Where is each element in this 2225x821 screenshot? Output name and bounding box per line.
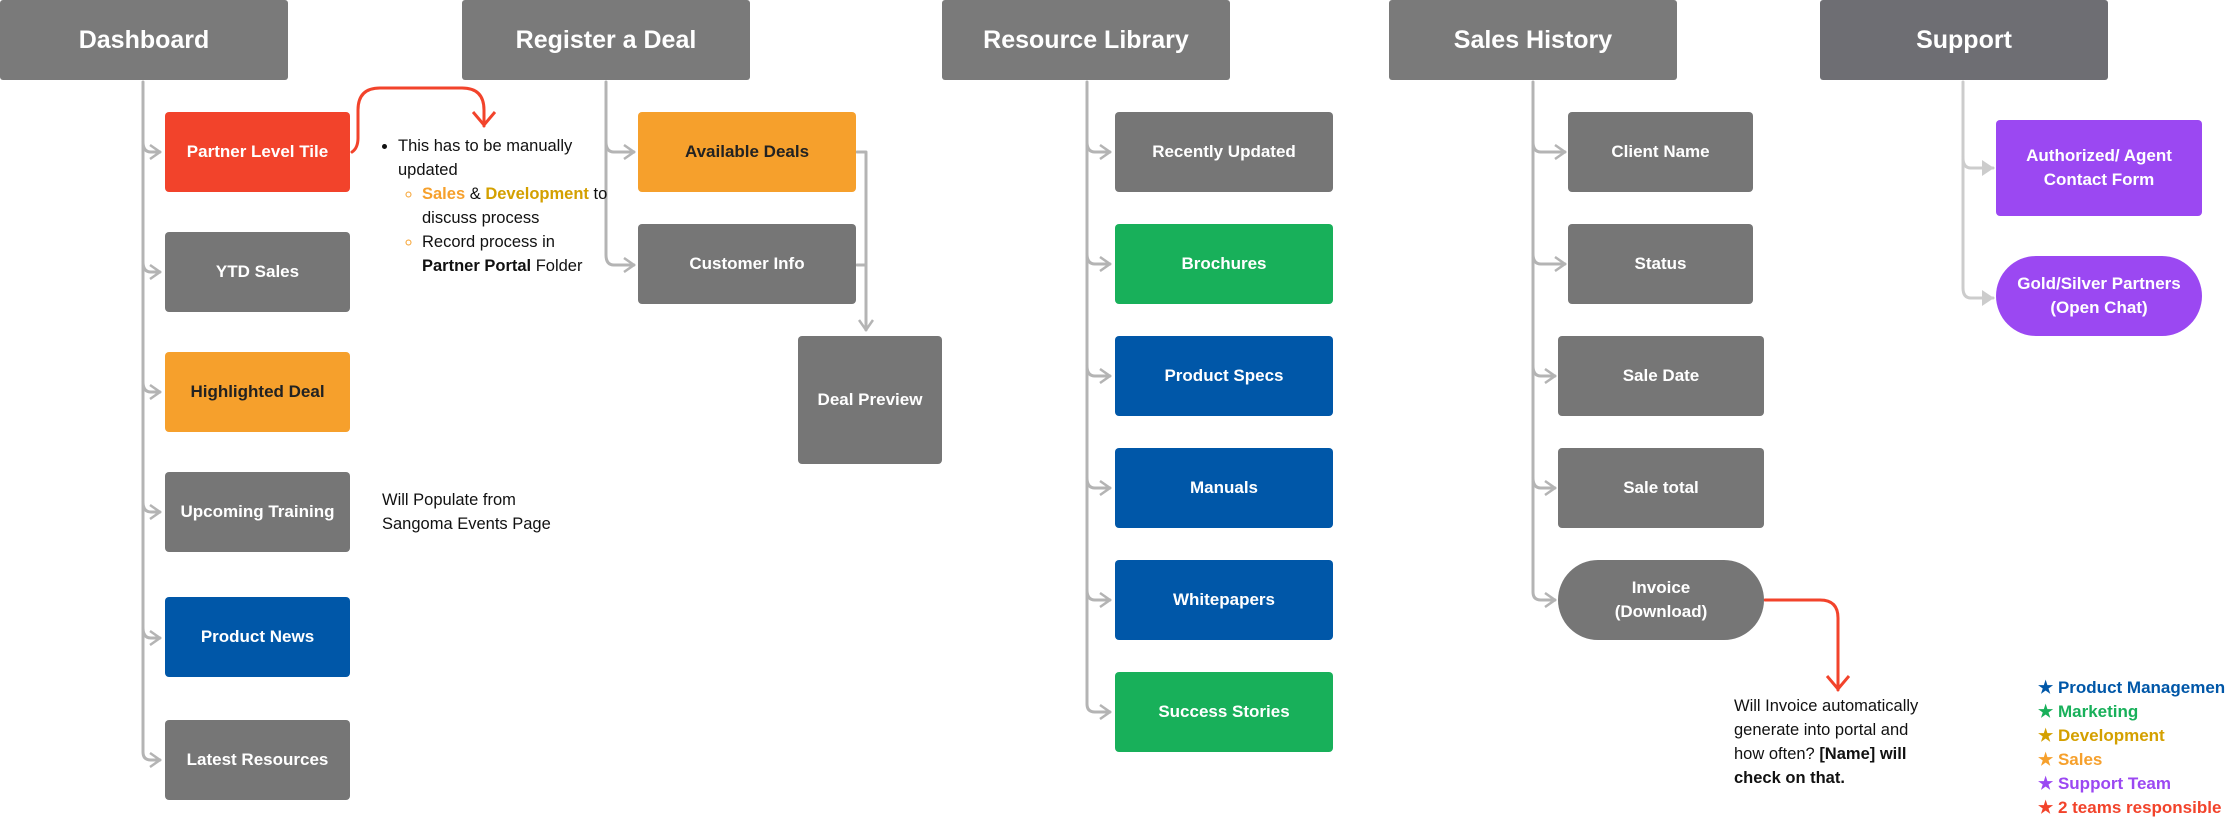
note-sub-bullet-record: Record process in Partner Portal Folder	[422, 230, 610, 278]
deal-preview[interactable]: Deal Preview	[798, 336, 942, 464]
legend-support-team: ★ Support Team	[2038, 774, 2171, 793]
header-resource-library[interactable]: Resource Library	[942, 0, 1230, 80]
brochures[interactable]: Brochures	[1115, 224, 1333, 304]
header-register-deal[interactable]: Register a Deal	[462, 0, 750, 80]
support-connectors	[1961, 80, 1995, 306]
ytd-sales[interactable]: YTD Sales	[165, 232, 350, 312]
invoice-note: Will Invoice automatically generate into…	[1734, 697, 1919, 787]
header-sales-history[interactable]: Sales History	[1389, 0, 1677, 80]
latest-resources[interactable]: Latest Resources	[165, 720, 350, 800]
legend-two-teams-responsible: ★ 2 teams responsible	[2038, 798, 2222, 817]
resource-library-connectors	[1085, 80, 1112, 712]
invoice-note-owner: [Name] will check on that.	[1734, 745, 1907, 787]
legend: ★ Product Management ★ Marketing ★ Devel…	[2038, 676, 2225, 820]
client-name[interactable]: Client Name	[1568, 112, 1753, 192]
sale-date[interactable]: Sale Date	[1558, 336, 1764, 416]
product-specs[interactable]: Product Specs	[1115, 336, 1333, 416]
note-development-label: Development	[485, 185, 589, 203]
available-deals[interactable]: Available Deals	[638, 112, 856, 192]
dashboard-connectors	[141, 80, 162, 760]
register-deal-connectors	[604, 80, 866, 332]
partner-tile-note-arrow	[350, 86, 484, 154]
manuals[interactable]: Manuals	[1115, 448, 1333, 528]
invoice-note-arrow	[1763, 598, 1838, 692]
authorized-agent-contact-form[interactable]: Authorized/ Agent Contact Form	[1996, 120, 2202, 216]
training-note: Will Populate from Sangoma Events Page	[382, 491, 551, 533]
gold-silver-partners-open-chat[interactable]: Gold/Silver Partners (Open Chat)	[1996, 256, 2202, 336]
upcoming-training[interactable]: Upcoming Training	[165, 472, 350, 552]
legend-sales: ★ Sales	[2038, 750, 2103, 769]
highlighted-deal[interactable]: Highlighted Deal	[165, 352, 350, 432]
legend-development: ★ Development	[2038, 726, 2165, 745]
product-news[interactable]: Product News	[165, 597, 350, 677]
recently-updated[interactable]: Recently Updated	[1115, 112, 1333, 192]
header-support[interactable]: Support	[1820, 0, 2108, 80]
header-dashboard[interactable]: Dashboard	[0, 0, 288, 80]
partner-level-tile[interactable]: Partner Level Tile	[165, 112, 350, 192]
note-sub-bullet-discuss: Sales & Development to discuss process	[422, 182, 610, 230]
legend-marketing: ★ Marketing	[2038, 702, 2139, 721]
customer-info[interactable]: Customer Info	[638, 224, 856, 304]
invoice-download[interactable]: Invoice (Download)	[1558, 560, 1764, 640]
success-stories[interactable]: Success Stories	[1115, 672, 1333, 752]
legend-product-management: ★ Product Management	[2038, 678, 2225, 697]
sales-history-connectors	[1531, 80, 1567, 600]
partner-tile-note: This has to be manually updated Sales & …	[378, 134, 610, 278]
whitepapers[interactable]: Whitepapers	[1115, 560, 1333, 640]
note-partner-portal-label: Partner Portal	[422, 257, 532, 275]
note-bullet-main: This has to be manually updated Sales & …	[398, 134, 610, 278]
sale-total[interactable]: Sale total	[1558, 448, 1764, 528]
note-sales-label: Sales	[422, 185, 466, 203]
status[interactable]: Status	[1568, 224, 1753, 304]
